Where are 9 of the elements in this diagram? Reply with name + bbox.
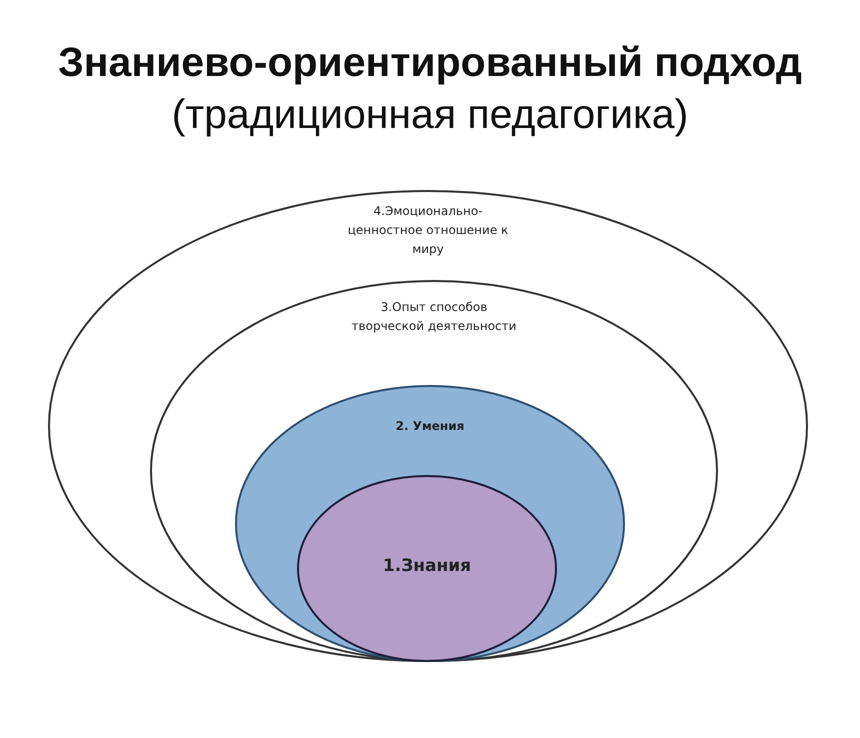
ellipse-zone [235,385,625,662]
title: Знаниево-ориентированный подход (традиционная педагогика) [57,38,803,139]
zone-label: 2. Умения [394,418,466,435]
zone-label: 4.Эмоционально-ценностное отношение к миру [346,203,510,258]
zone-label: 3.Опыт способов творческой деятельности [350,299,518,335]
ellipse-zone [297,475,557,662]
zone-label: 1.Знания [382,555,472,578]
ellipse-zone [150,280,718,662]
ellipse-zone [48,190,808,662]
